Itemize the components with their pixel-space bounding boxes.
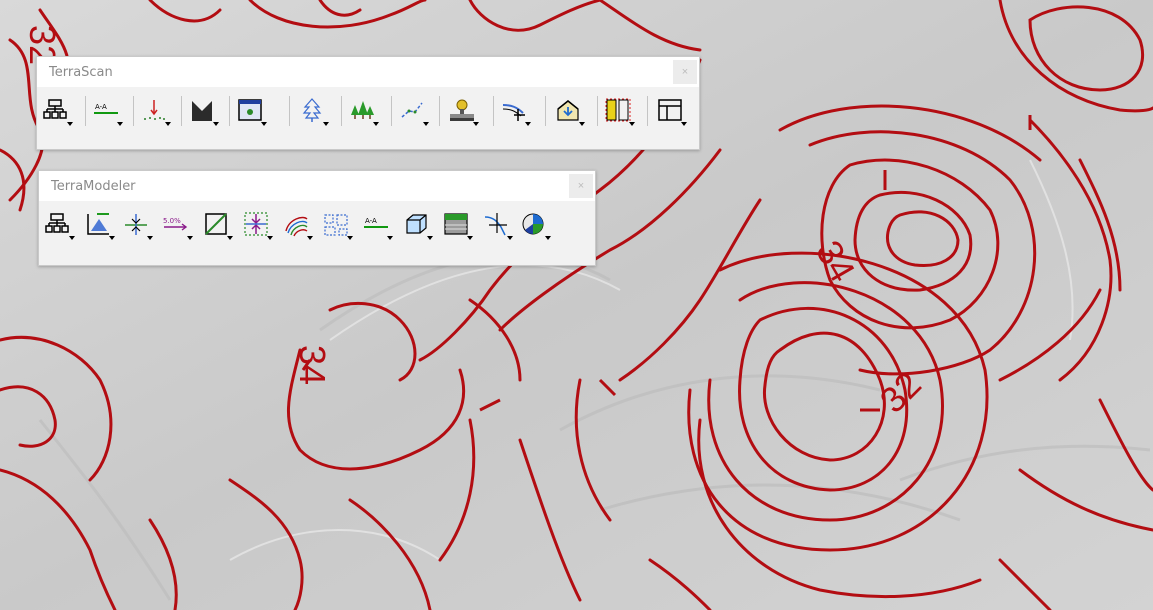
terramodeler-titlebar[interactable]: TerraModeler ×: [39, 171, 595, 201]
close-button[interactable]: ×: [569, 174, 593, 198]
forest-icon: [351, 101, 374, 119]
pie-color-icon: [522, 213, 544, 235]
toolbar-title: TerraModeler: [51, 179, 136, 194]
frame-button[interactable]: [655, 93, 689, 129]
hierarchy-button[interactable]: [41, 93, 75, 129]
highlight-group-button[interactable]: [603, 93, 637, 129]
bowtie-icon: [192, 101, 212, 121]
cube-button[interactable]: [401, 207, 435, 243]
svg-text:A-A: A-A: [95, 103, 107, 111]
relief-highlights: [229, 159, 1074, 561]
hierarchy-button[interactable]: [43, 207, 77, 243]
house-icon: [557, 100, 579, 121]
cross-point-button[interactable]: [121, 207, 155, 243]
line-vectorize-button[interactable]: [397, 93, 431, 129]
range-icon: [244, 212, 268, 236]
tree-icon: [302, 98, 322, 122]
terrascan-titlebar[interactable]: TerraScan ×: [37, 57, 699, 87]
dashed-box-button[interactable]: [321, 207, 355, 243]
surface-button[interactable]: [83, 207, 117, 243]
road-line-button[interactable]: [499, 93, 533, 129]
road-line-icon: [502, 104, 525, 121]
area-button[interactable]: [201, 207, 235, 243]
highlight-group-icon: [605, 98, 631, 122]
contours-icon: [285, 216, 308, 237]
range-button[interactable]: [241, 207, 275, 243]
contour-label: 34: [292, 345, 333, 385]
toolbar-title: TerraScan: [49, 65, 113, 80]
contours-button[interactable]: [281, 207, 315, 243]
view-window-icon: [238, 99, 262, 121]
tree-button[interactable]: [297, 93, 331, 129]
close-button[interactable]: ×: [673, 60, 697, 84]
section-button[interactable]: A-A: [91, 93, 125, 129]
terrascan-toolbar[interactable]: TerraScan × A-A: [36, 56, 700, 150]
building-button[interactable]: [447, 93, 481, 129]
branch-button[interactable]: [481, 207, 515, 243]
hierarchy-icon: [45, 213, 69, 233]
cube-icon: [406, 214, 427, 234]
building-icon: [450, 99, 474, 121]
area-icon: [205, 213, 227, 235]
pie-color-button[interactable]: [519, 207, 553, 243]
section-icon: A-A: [364, 217, 388, 228]
svg-text:A-A: A-A: [365, 217, 377, 225]
terramodeler-toolbar[interactable]: TerraModeler ×: [38, 170, 596, 266]
fill-button[interactable]: [441, 207, 475, 243]
branch-icon: [484, 213, 507, 236]
cross-point-icon: [125, 214, 147, 235]
point-button[interactable]: [139, 93, 173, 129]
forest-button[interactable]: [347, 93, 381, 129]
frame-icon: [658, 99, 682, 121]
svg-text:5.0%: 5.0%: [163, 217, 181, 225]
hierarchy-icon: [43, 99, 67, 119]
fill-icon: [444, 213, 468, 235]
point-icon: [144, 100, 165, 120]
line-vectorize-icon: [401, 102, 423, 118]
surface-icon: [87, 213, 109, 235]
dashed-box-icon: [324, 214, 348, 236]
section-button[interactable]: A-A: [361, 207, 395, 243]
view-window-button[interactable]: [235, 93, 269, 129]
section-icon: A-A: [94, 103, 118, 114]
slope-label-button[interactable]: 5.0%: [161, 207, 195, 243]
house-button[interactable]: [553, 93, 587, 129]
bowtie-button[interactable]: [187, 93, 221, 129]
slope-label-icon: 5.0%: [163, 217, 188, 231]
contour-ticks: [301, 115, 1032, 412]
